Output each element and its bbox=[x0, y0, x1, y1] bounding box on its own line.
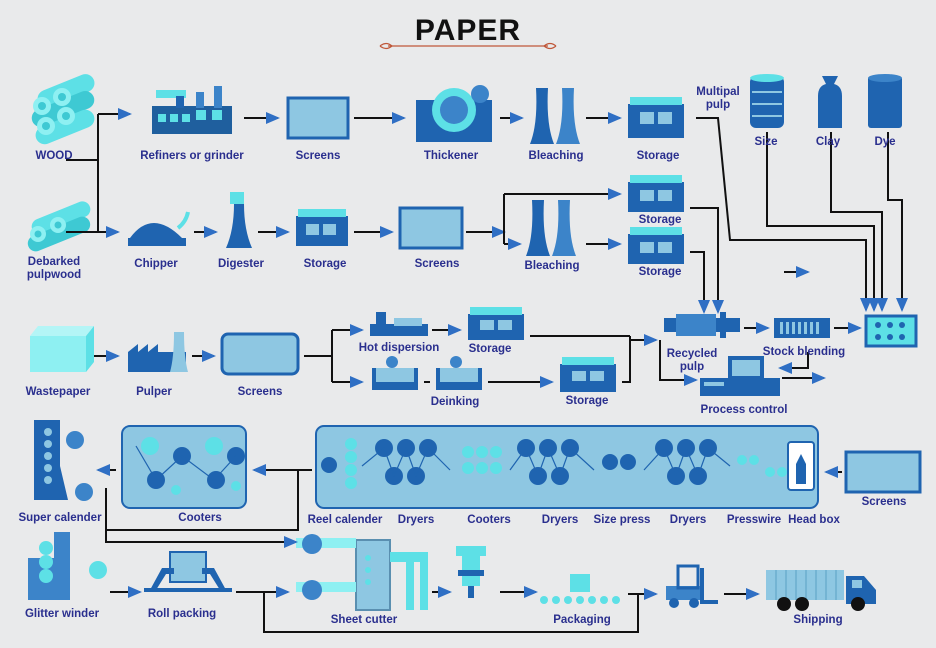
clay-bag-icon bbox=[818, 76, 842, 128]
truck-icon bbox=[766, 570, 876, 611]
digester-icon bbox=[226, 192, 252, 248]
debarked-pulpwood-icon bbox=[27, 201, 91, 252]
machine-rollers bbox=[321, 438, 787, 489]
screens-1-icon bbox=[286, 96, 350, 140]
label-cooters-1: Cooters bbox=[178, 512, 222, 524]
head-box-icon bbox=[787, 441, 815, 491]
screens-4-icon bbox=[844, 450, 922, 494]
process-control-icon bbox=[700, 356, 780, 396]
chipper-icon bbox=[128, 211, 190, 246]
storage-3-icon bbox=[628, 175, 684, 212]
label-reel-calender: Reel calender bbox=[307, 514, 383, 526]
label-thickener: Thickener bbox=[423, 150, 479, 162]
label-debarked-pulpwood: Debarked pulpwood bbox=[26, 256, 82, 281]
refiners-icon bbox=[152, 86, 232, 134]
deinking-icon bbox=[372, 356, 482, 390]
cooters-1-rollers bbox=[135, 437, 245, 495]
roll-packing-icon bbox=[144, 551, 232, 592]
label-shipping: Shipping bbox=[793, 614, 843, 626]
label-hot-dispersion: Hot dispersion bbox=[358, 342, 440, 354]
glitter-winder-icon bbox=[28, 532, 107, 600]
label-storage-1: Storage bbox=[636, 150, 680, 162]
super-calender-icon bbox=[34, 420, 93, 501]
label-recycled-pulp: Recycled pulp bbox=[666, 348, 718, 373]
label-stock-blending: Stock blending bbox=[762, 346, 846, 358]
label-storage-2: Storage bbox=[303, 258, 347, 270]
label-chipper: Chipper bbox=[134, 258, 178, 270]
screens-3-icon bbox=[220, 332, 300, 376]
dye-barrel-icon bbox=[868, 74, 902, 128]
label-glitter-winder: Glitter winder bbox=[24, 608, 100, 620]
label-screens-2: Screens bbox=[414, 258, 460, 270]
label-head-box: Head box bbox=[788, 514, 840, 526]
label-super-calender: Super calender bbox=[18, 512, 102, 524]
label-dryers-2: Dryers bbox=[541, 514, 579, 526]
label-sheet-cutter: Sheet cutter bbox=[330, 614, 398, 626]
label-screens-3: Screens bbox=[237, 386, 283, 398]
label-storage-4: Storage bbox=[638, 266, 682, 278]
recycled-pulp-icon bbox=[664, 312, 740, 338]
label-dryers-3: Dryers bbox=[669, 514, 707, 526]
storage-6-icon bbox=[560, 357, 616, 392]
screens-2-icon bbox=[398, 206, 464, 250]
storage-1-icon bbox=[628, 97, 684, 138]
label-deinking: Deinking bbox=[430, 396, 480, 408]
stock-blending-icon bbox=[774, 318, 830, 338]
label-presswire: Presswire bbox=[726, 514, 782, 526]
storage-2-icon bbox=[296, 209, 348, 246]
connector-lines bbox=[66, 108, 908, 633]
label-wastepaper: Wastepaper bbox=[25, 386, 91, 398]
label-pulper: Pulper bbox=[136, 386, 172, 398]
storage-4-icon bbox=[628, 227, 684, 264]
label-multipal-pulp: Multipal pulp bbox=[696, 86, 740, 111]
wood-icon bbox=[31, 74, 95, 145]
mixing-panel-icon bbox=[864, 314, 918, 348]
label-bleaching-1: Bleaching bbox=[528, 150, 584, 162]
label-bleaching-2: Bleaching bbox=[524, 260, 580, 272]
thickener-icon bbox=[416, 85, 492, 142]
label-storage-5: Storage bbox=[468, 343, 512, 355]
label-digester: Digester bbox=[217, 258, 265, 270]
label-clay: Clay bbox=[815, 136, 841, 148]
label-wood: WOOD bbox=[35, 150, 73, 162]
label-size: Size bbox=[754, 136, 778, 148]
wastepaper-icon bbox=[30, 326, 94, 372]
size-tank-icon bbox=[750, 74, 784, 128]
label-packaging: Packaging bbox=[553, 614, 611, 626]
bleaching-1-icon bbox=[530, 88, 580, 144]
sheet-cutter-icon bbox=[296, 534, 428, 611]
title-underline bbox=[379, 42, 557, 50]
label-storage-3: Storage bbox=[638, 214, 682, 226]
hot-dispersion-icon bbox=[370, 312, 428, 336]
label-screens-1: Screens bbox=[295, 150, 341, 162]
bleaching-2-icon bbox=[526, 200, 576, 256]
label-storage-6: Storage bbox=[565, 395, 609, 407]
forklift-icon bbox=[666, 564, 718, 608]
storage-5-icon bbox=[468, 307, 524, 340]
press-icon bbox=[456, 546, 486, 598]
label-cooters-2: Cooters bbox=[467, 514, 511, 526]
label-refiners: Refiners or grinder bbox=[140, 150, 244, 162]
label-size-press: Size press bbox=[593, 514, 651, 526]
label-dryers-1: Dryers bbox=[397, 514, 435, 526]
packaging-icon bbox=[540, 574, 620, 604]
label-screens-4: Screens bbox=[861, 496, 907, 508]
pulper-icon bbox=[128, 332, 188, 372]
page-title: PAPER bbox=[414, 14, 522, 47]
label-roll-packing: Roll packing bbox=[147, 608, 217, 620]
cooters-1-panel bbox=[121, 425, 247, 509]
label-dye: Dye bbox=[874, 136, 896, 148]
label-process-control: Process control bbox=[700, 404, 788, 416]
